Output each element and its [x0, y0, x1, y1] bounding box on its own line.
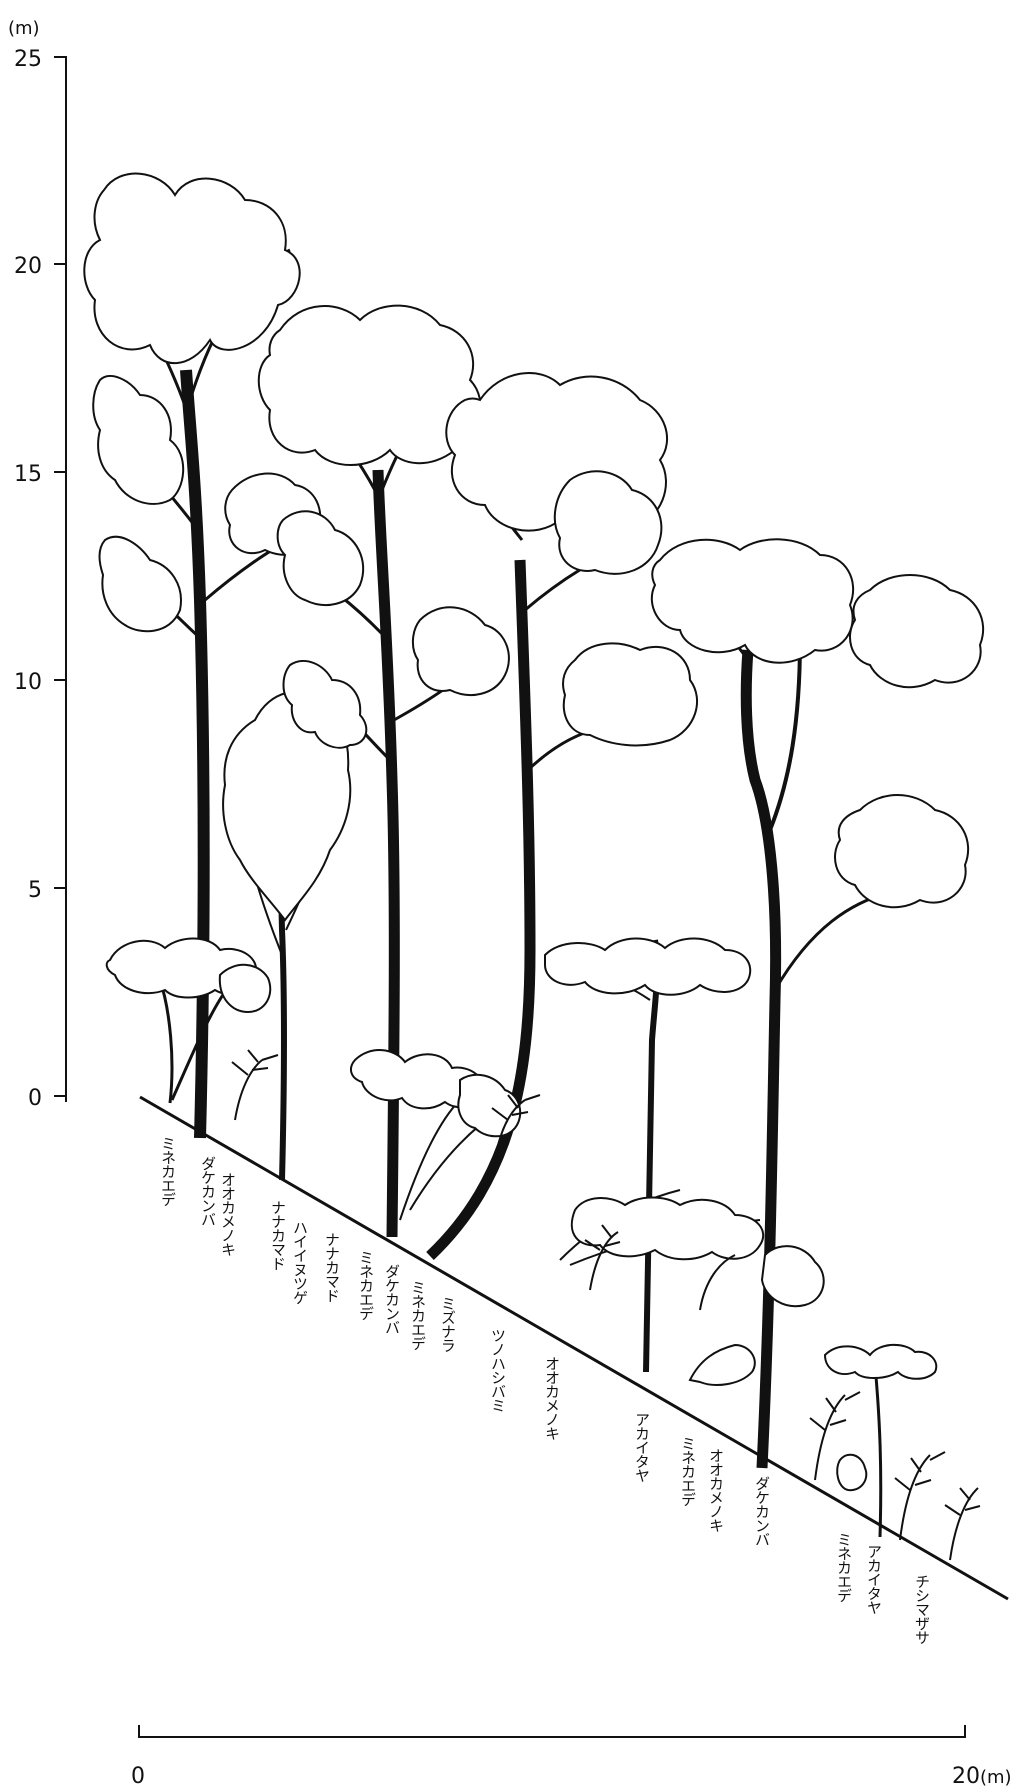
stem [950, 1488, 978, 1560]
trunk [378, 470, 394, 1237]
understory-minekaede-left [107, 938, 271, 1103]
species-label: ナナカマド [269, 1200, 287, 1270]
trunk [746, 650, 775, 1468]
tall-tree-4 [652, 539, 983, 1468]
understory-ookamenoki-right [560, 1190, 824, 1306]
canopy [825, 1345, 936, 1379]
branch [770, 640, 800, 830]
height-tick-label-15: 15 [14, 462, 42, 487]
trunk [186, 370, 204, 1138]
species-label: アカイタヤ [633, 1412, 651, 1482]
canopy [652, 539, 853, 662]
species-label: ミネカエデ [679, 1436, 697, 1507]
height-axis: (m) 25 20 15 10 5 0 [8, 18, 66, 1111]
species-label: ハイイヌツゲ [291, 1220, 309, 1305]
mid-tree-nanakamado [223, 661, 366, 1180]
species-label: ミネカエデ [159, 1136, 177, 1207]
height-tick-label-0: 0 [28, 1086, 42, 1111]
bamboo-clump-5 [895, 1452, 945, 1540]
species-label: アカイタヤ [865, 1544, 883, 1614]
height-tick-label-20: 20 [14, 254, 42, 279]
mid-tree-akaitaya [545, 938, 750, 1372]
distance-tick-label-20: 20 [952, 1764, 980, 1789]
canopy [99, 537, 181, 631]
species-label: ミネカエデ [835, 1532, 853, 1603]
species-label: ダケカンバ [383, 1264, 401, 1334]
canopy [563, 643, 697, 745]
species-label: ミネカエデ [357, 1250, 375, 1321]
height-tick-label-10: 10 [14, 670, 42, 695]
stem [875, 1365, 881, 1537]
canopy [837, 1455, 866, 1491]
height-tick-label-5: 5 [28, 878, 42, 903]
species-label: ツノハシバミ [489, 1328, 507, 1412]
canopy [690, 1345, 755, 1385]
canopy [458, 1075, 520, 1136]
canopy [835, 795, 968, 907]
distance-tick-label-0: 0 [131, 1764, 145, 1789]
species-label: ナナカマド [323, 1232, 341, 1302]
canopy [545, 938, 750, 994]
canopy [93, 376, 183, 504]
canopy [413, 607, 509, 695]
height-unit-label: (m) [8, 18, 40, 39]
species-label: ダケカンバ [753, 1476, 771, 1546]
height-tick-label-25: 25 [14, 47, 42, 72]
stem [400, 1100, 460, 1220]
canopy [762, 1246, 824, 1306]
leaves [895, 1452, 945, 1490]
bamboo-clump-6 [945, 1488, 980, 1560]
stem [900, 1455, 930, 1540]
trunk [646, 940, 657, 1372]
species-label: ダケカンバ [199, 1156, 217, 1226]
canopy [220, 965, 270, 1012]
species-labels: ミネカエデ ダケカンバ オオカメノキ ナナカマド ハイイヌツゲ ナナカマド ミネ… [159, 1136, 931, 1645]
distance-unit-label: (m) [980, 1767, 1012, 1788]
distance-axis: 0 20 (m) [131, 1725, 1012, 1789]
leaves [810, 1392, 860, 1430]
canopy [84, 174, 299, 364]
species-label: チシマザサ [913, 1574, 931, 1645]
species-label: オオカメノキ [219, 1172, 237, 1256]
species-label: オオカメノキ [543, 1356, 561, 1440]
leaves [232, 1050, 278, 1075]
stem [160, 980, 172, 1103]
canopy [572, 1198, 763, 1260]
canopy [850, 575, 983, 687]
small-tree-akaitaya-right [825, 1345, 936, 1537]
stem [700, 1255, 735, 1310]
species-label: ミズナラ [439, 1296, 457, 1353]
species-label: ミネカエデ [409, 1280, 427, 1351]
species-label: オオカメノキ [707, 1448, 725, 1532]
canopy [278, 511, 364, 605]
bamboo-clump-1 [232, 1050, 278, 1120]
understory-ookamenoki-group [351, 1050, 520, 1220]
